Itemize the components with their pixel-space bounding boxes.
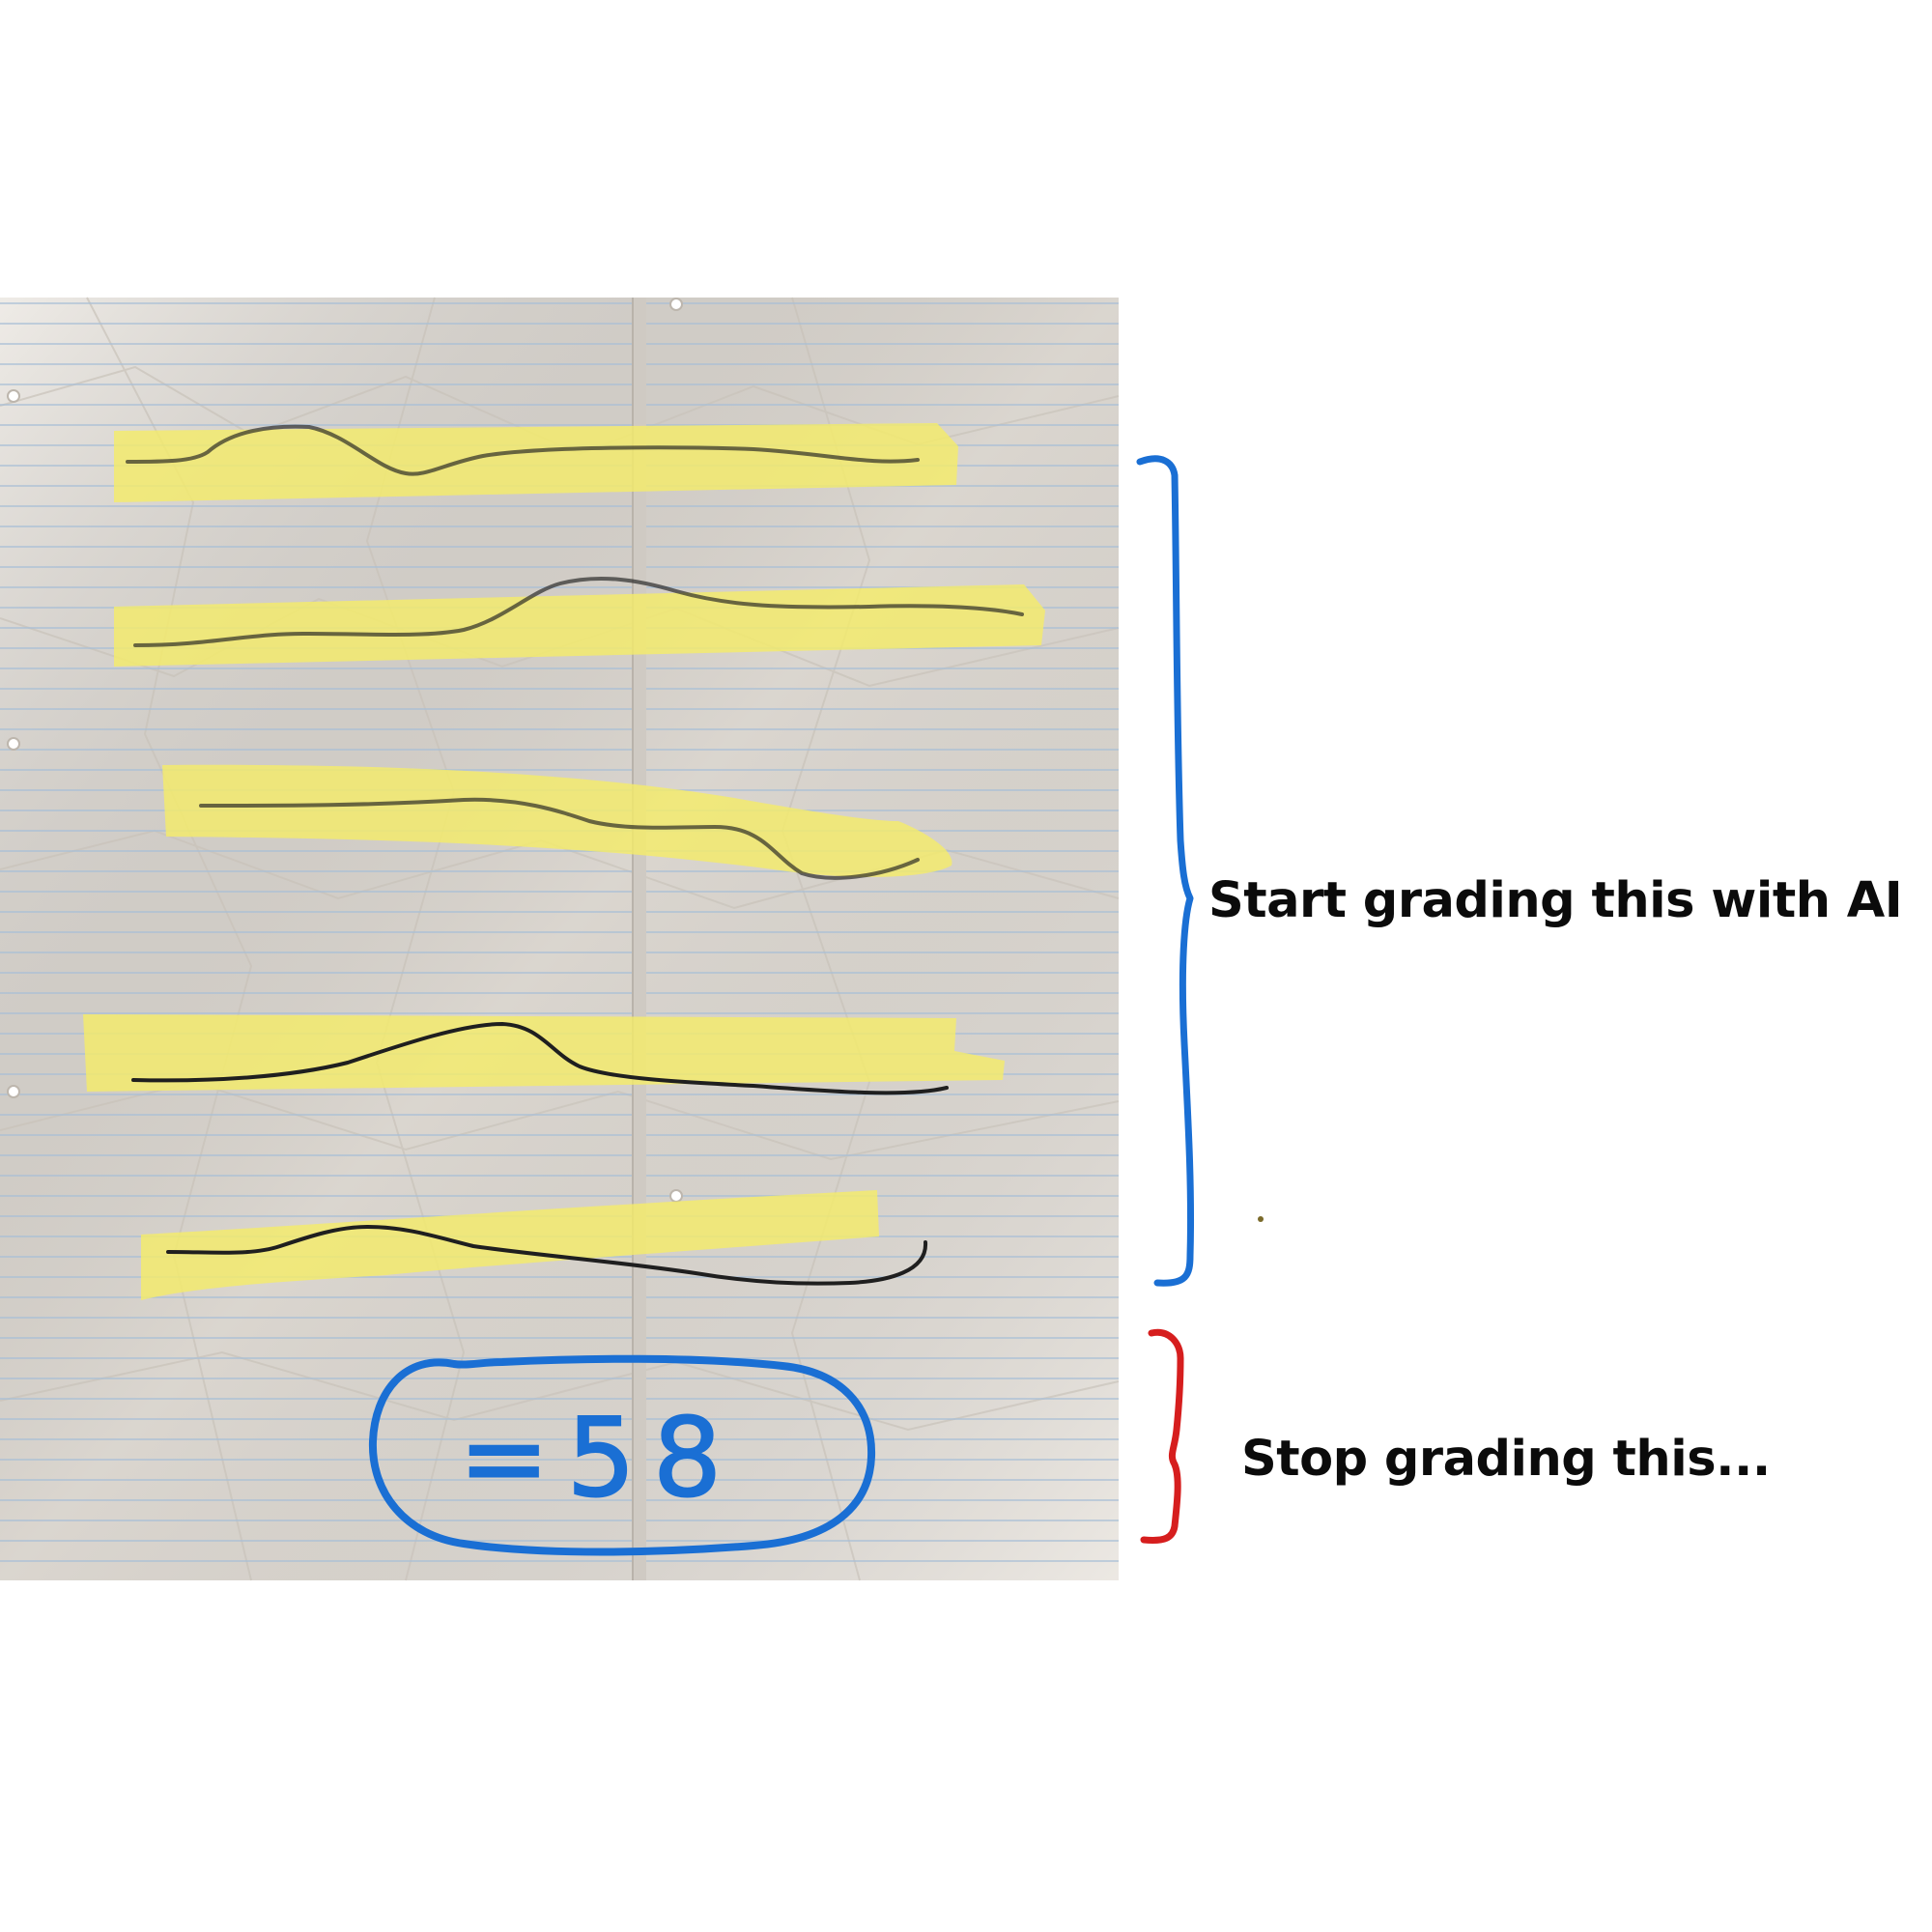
binder-hole (7, 1085, 20, 1098)
binder-hole (7, 737, 20, 751)
highlighted-line-3 (162, 764, 952, 880)
red-bracket-icon (1140, 1328, 1184, 1544)
binder-hole (669, 1189, 683, 1203)
blue-bracket-icon (1136, 455, 1195, 1287)
highlighted-line-5 (141, 1190, 928, 1300)
highlighted-line-4 (83, 1014, 1005, 1095)
notebook-paper (0, 297, 1120, 1581)
highlighted-line-1 (114, 423, 958, 502)
score-note: =58 (368, 1354, 876, 1556)
stray-dot (1258, 1216, 1264, 1222)
highlighted-line-2 (114, 576, 1045, 667)
score-text: =58 (459, 1396, 739, 1521)
score-circle (368, 1354, 876, 1556)
caption-stop-grading: Stop grading this... (1241, 1431, 1771, 1488)
highlighted-answers (83, 423, 1045, 1300)
caption-start-grading: Start grading this with AI (1208, 872, 1903, 929)
binder-hole (669, 298, 683, 311)
binder-hole (7, 389, 20, 403)
